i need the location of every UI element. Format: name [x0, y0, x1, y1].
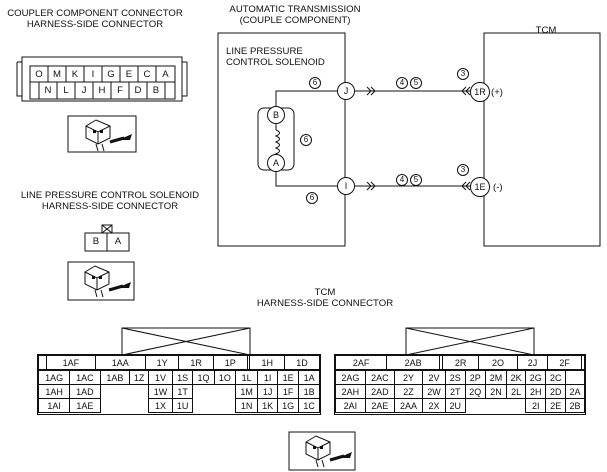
coupler-pin: D [134, 85, 142, 96]
pin-cell: 1AE [69, 398, 101, 413]
tcm-connector-left: 1AF 1AA 1Y 1R 1P 1H 1D [38, 355, 320, 370]
pin-cell: 2U [444, 398, 466, 413]
solenoid-label: LINE PRESSURE CONTROL SOLENOID [226, 46, 326, 68]
pin-cell: 2E [545, 398, 567, 413]
pin-cell: 2H [524, 384, 547, 399]
coupler-title-line1: COUPLER COMPONENT CONNECTOR [7, 8, 183, 19]
pin-cell: 2AF [334, 355, 388, 370]
solenoid-label-line1: LINE PRESSURE [226, 46, 303, 57]
tcm-connector-right-grid: 2AG 2AC 2Y 2V 2S 2P 2M 2K 2G 2C 2AH 2AD … [335, 370, 585, 413]
connector-view-icon [85, 119, 132, 152]
lpcs-title-line2: HARNESS-SIDE CONNECTOR [41, 201, 179, 212]
lpcs-pin-a: A [114, 236, 122, 247]
pin-cell: 2I [524, 398, 547, 413]
pin-cell: 2B [565, 398, 585, 413]
coupler-pin: K [71, 69, 79, 80]
coil-terminal-a: A [267, 154, 285, 172]
wire-number: 5 [410, 174, 422, 186]
pin-cell [38, 355, 47, 370]
connector-view-icon [305, 435, 352, 468]
lpcs-pin-b: B [92, 236, 100, 247]
tcm-connector-title: TCM HARNESS-SIDE CONNECTOR [225, 287, 425, 309]
table-row: 2AF 2AB 2R 2O 2J 2F [334, 355, 585, 370]
tcm-connector-title-line2: HARNESS-SIDE CONNECTOR [256, 298, 394, 309]
tcm-label: TCM [535, 25, 557, 36]
terminal-i: I [337, 177, 355, 195]
pin-cell: 2AA [393, 398, 424, 413]
pin-cell: 1Z [129, 370, 150, 385]
solenoid-label-line2: CONTROL SOLENOID [226, 57, 325, 68]
table-row: 1AH 1AD 1W 1T 1M 1J 1F 1B [37, 384, 320, 399]
coupler-pin: A [162, 69, 169, 80]
coupler-pin: O [35, 69, 43, 80]
wire-number: 4 [396, 77, 408, 89]
terminal-j: J [337, 82, 355, 100]
pin-cell: 2F [547, 355, 583, 370]
pin-cell: 2AB [386, 355, 440, 370]
pin-cell: 2Q [464, 384, 486, 399]
table-row: 1AF 1AA 1Y 1R 1P 1H 1D [38, 355, 320, 370]
pin-cell: 2X [422, 398, 446, 413]
pin-cell: 1G [276, 398, 300, 413]
tcm-connector-left-grid: 1AG 1AC 1AB 1Z 1V 1S 1Q 1O 1L 1I 1E 1A 1… [37, 370, 320, 413]
polarity-plus: (+) [491, 87, 503, 98]
table-row: 1AG 1AC 1AB 1Z 1V 1S 1Q 1O 1L 1I 1E 1A [37, 370, 320, 385]
pin-cell: 2J [516, 355, 549, 370]
wire-number: 6 [300, 134, 312, 146]
pin-cell: 1Y [144, 355, 180, 370]
connector-view-icon [84, 265, 131, 298]
wire-number: 6 [309, 77, 321, 89]
pin-cell: 1N [235, 398, 259, 413]
table-row: 2AI 2AE 2AA 2X 2U 2I 2E 2B [335, 398, 585, 413]
coupler-pin: F [117, 85, 123, 96]
pin-cell: 2N [484, 384, 508, 399]
pin-cell: 1P [213, 355, 248, 370]
coupler-pin: B [152, 85, 160, 96]
tcm-connector-left-frame [37, 354, 321, 415]
coupler-pin: E [125, 69, 133, 80]
coupler-pin: M [53, 69, 61, 80]
pin-cell: 1X [148, 398, 173, 413]
at-title: AUTOMATIC TRANSMISSION (COUPLE COMPONENT… [215, 4, 375, 26]
tcm-connector-title-line1: TCM [314, 287, 336, 298]
coupler-pin: L [63, 85, 69, 96]
terminal-1r: 1R [470, 82, 490, 102]
pin-cell: 1U [171, 398, 194, 413]
coupler-pin: N [44, 85, 52, 96]
tcm-connector-right: 2AF 2AB 2R 2O 2J 2F [334, 355, 585, 370]
coupler-pin: C [143, 69, 151, 80]
table-row: 2AG 2AC 2Y 2V 2S 2P 2M 2K 2G 2C [335, 370, 585, 385]
wire-number: 3 [457, 68, 469, 80]
terminal-1e: 1E [470, 177, 490, 197]
at-title-line2: (COUPLE COMPONENT) [239, 15, 351, 26]
coupler-pin: G [107, 69, 115, 80]
polarity-minus: (-) [493, 182, 503, 193]
coupler-title: COUPLER COMPONENT CONNECTOR HARNESS-SIDE… [0, 8, 190, 30]
coil-terminal-b: B [267, 106, 285, 124]
pin-cell: 1AD [69, 384, 101, 399]
pin-cell: 1O [213, 370, 237, 385]
table-row: 2AH 2AD 2Z 2W 2T 2Q 2N 2L 2H 2D 2A [335, 384, 585, 399]
lpcs-title-line1: LINE PRESSURE CONTROL SOLENOID [20, 190, 200, 201]
pin-cell: 2O [478, 355, 518, 370]
table-row: 1AI 1AE 1X 1U 1N 1K 1G 1C [37, 398, 320, 413]
coupler-pin: I [91, 69, 95, 80]
wire-number: 4 [396, 174, 408, 186]
coupler-title-line2: HARNESS-SIDE CONNECTOR [26, 19, 164, 30]
lpcs-connector-title: LINE PRESSURE CONTROL SOLENOID HARNESS-S… [0, 190, 220, 212]
pin-cell [581, 355, 585, 370]
wire-number: 3 [457, 164, 469, 176]
pin-cell: 1C [298, 398, 320, 413]
pin-cell: 1D [284, 355, 320, 370]
coupler-pin: H [98, 85, 106, 96]
tcm-connector-right-frame [334, 354, 586, 415]
wire-number: 6 [306, 192, 318, 204]
pin-cell: 1AI [37, 398, 71, 413]
coupler-pin: J [81, 85, 87, 96]
wire-number: 5 [410, 77, 422, 89]
at-title-line1: AUTOMATIC TRANSMISSION [229, 4, 361, 15]
